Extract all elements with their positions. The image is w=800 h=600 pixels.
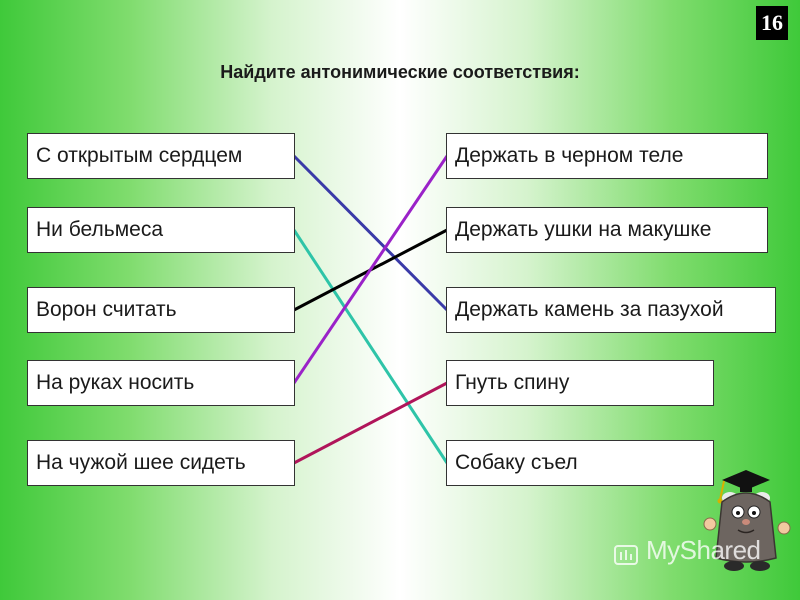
left-item-3[interactable]: Ворон считать [27, 287, 295, 333]
right-item-4[interactable]: Гнуть спину [446, 360, 714, 406]
left-item-1[interactable]: С открытым сердцем [27, 133, 295, 179]
watermark-logo-icon [614, 545, 638, 565]
left-item-2[interactable]: Ни бельмеса [27, 207, 295, 253]
right-item-2[interactable]: Держать ушки на макушке [446, 207, 768, 253]
match-line-2 [292, 229, 449, 464]
right-item-1[interactable]: Держать в черном теле [446, 133, 768, 179]
match-line-4 [292, 155, 449, 384]
match-line-1 [292, 154, 449, 312]
slide-number-badge: 16 [756, 6, 788, 40]
professor-mascot-icon [703, 470, 791, 571]
match-line-5 [293, 381, 448, 465]
left-item-4[interactable]: На руках носить [27, 360, 295, 406]
right-item-5[interactable]: Собаку съел [446, 440, 714, 486]
page-title: Найдите антонимические соответствия: [220, 62, 580, 82]
left-item-5[interactable]: На чужой шее сидеть [27, 440, 295, 486]
right-item-3[interactable]: Держать камень за пазухой [446, 287, 776, 333]
watermark-text: MyShared [646, 535, 761, 565]
